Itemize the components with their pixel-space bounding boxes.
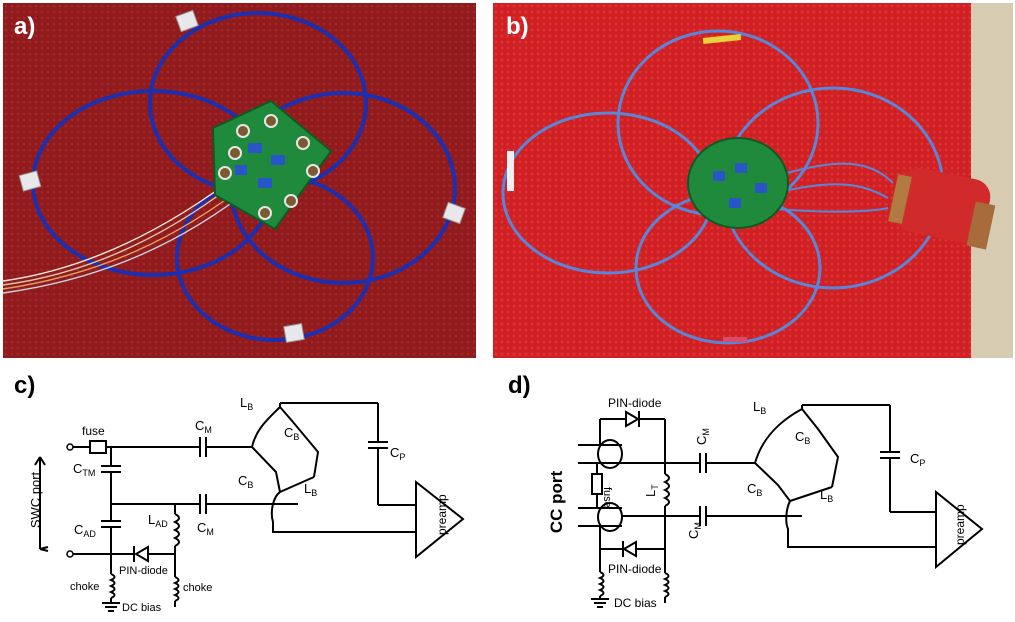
dc-bias-label: DC bias [122,602,162,614]
port-label: CC port [547,471,566,534]
panel-label-b: b) [506,13,529,40]
pin-top-symbol [625,410,640,428]
cb-bot-label: CB [238,473,253,490]
preamp-cylinder [888,167,996,250]
lt-label: LT [643,484,660,497]
dc-bias-label: DC bias [614,596,657,610]
pcb-board-a [211,99,333,231]
choke-right-label: choke [183,582,212,594]
fuse-symbol [89,440,107,454]
panel-label-d: d) [508,372,531,399]
cm-top-label: CM [195,418,212,435]
pin-diode-label: PIN-diode [119,565,168,577]
balun-symbols [597,439,623,532]
cm-top-label: CM [694,428,711,445]
coil-array-photo-b [493,3,1013,358]
port-label: SWC port [28,471,43,528]
preamp-symbol [935,489,984,570]
cb-top-label: CB [795,429,810,446]
preamp-label: preamp [953,504,967,545]
lb-bot-label: LB [820,487,833,504]
pin-diode-symbol [134,545,149,563]
panel-label-a: a) [14,13,36,40]
lb-top-label: LB [240,395,253,412]
preamp-label: preamp [435,494,449,535]
cp-label: CP [910,451,925,468]
cb-top-label: CB [284,425,299,442]
schematic-c: SWC port fuse CM CTM CM CAD LAD LB CB CB… [28,395,465,614]
preamp-symbol [415,479,465,560]
lad-label: LAD [148,512,168,529]
lb-bot-label: LB [304,481,317,498]
cp-label: CP [390,445,405,462]
choke-left-label: choke [70,581,99,593]
fuse-symbol [591,473,603,495]
cad-label: CAD [74,522,96,539]
fuse-label: fuse [601,487,613,508]
photo-a [3,3,476,358]
fuse-label: fuse [82,424,105,438]
schematic-d: CC port [547,396,984,610]
cm-bot-label: CM [197,520,214,537]
cb-bot-label: CB [747,481,762,498]
pin-top-label: PIN-diode [608,396,662,410]
cm-bot-label: CM [686,522,703,539]
photo-b [493,3,1013,358]
pin-bot-symbol [622,540,637,558]
panel-label-c: c) [14,372,36,399]
coil-array-photo-a [3,3,476,358]
lb-top-label: LB [753,399,766,416]
ctm-label: CTM [73,461,95,478]
pcb-board-b [687,137,789,229]
pin-bot-label: PIN-diode [608,562,662,576]
